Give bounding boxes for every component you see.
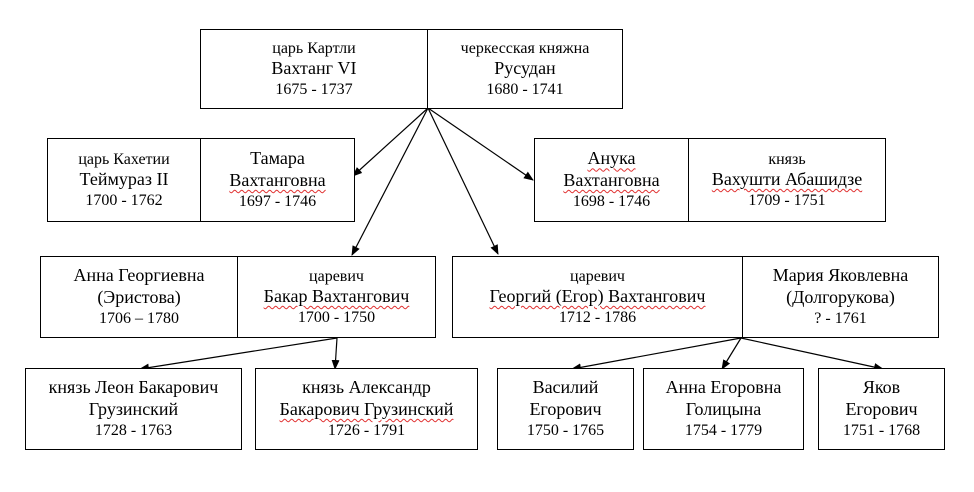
person-years: 1700 - 1762 <box>85 191 163 209</box>
person-yakov: Яков Егорович 1751 - 1768 <box>818 368 945 450</box>
edge-vakhtang-to-georgy <box>427 107 499 255</box>
person-patronymic: Егорович <box>845 399 918 420</box>
person-tamara: Тамара Вахтанговна 1697 - 1746 <box>200 138 355 222</box>
person-title: царевич <box>309 267 364 285</box>
edge-georgy-to-vasily <box>571 337 742 372</box>
person-title: царь Картли <box>272 39 356 57</box>
edge-vakhtang-to-tamara <box>352 107 429 177</box>
person-years: 1706 – 1780 <box>99 310 179 328</box>
person-anna-georgievna: Анна Георгиевна (Эристова) 1706 – 1780 <box>40 256 238 338</box>
person-years: 1700 - 1750 <box>297 308 376 326</box>
person-surname: Голицына <box>685 399 762 420</box>
person-name: Анна Георгиевна <box>73 265 205 286</box>
person-maria-yakovlevna: Мария Яковлевна (Долгорукова) ? - 1761 <box>742 256 939 338</box>
person-years: 1675 - 1737 <box>275 80 353 98</box>
person-title: царь Кахетии <box>78 150 170 168</box>
person-title: царевич <box>570 267 625 285</box>
person-maiden-name: (Эристова) <box>97 287 181 308</box>
person-name: Яков <box>862 377 901 398</box>
person-title: черкесская княжна <box>460 39 590 57</box>
person-years: 1697 - 1746 <box>238 193 317 211</box>
person-georgy: царевич Георгий (Егор) Вахтангович 1712 … <box>452 256 743 338</box>
person-maiden-name: (Долгорукова) <box>786 287 895 308</box>
person-name-text: князь Леон Бакарович <box>48 377 219 398</box>
person-anna-egorovna: Анна Егоровна Голицына 1754 - 1779 <box>643 368 804 450</box>
person-teimuraz-ii: царь Кахетии Теймураз II 1700 - 1762 <box>47 138 201 222</box>
person-years: 1680 - 1741 <box>486 80 564 98</box>
person-patronymic: Вахтанговна <box>229 170 326 191</box>
person-surname: Грузинский <box>88 399 179 420</box>
edge-georgy-to-yakov <box>740 337 884 371</box>
person-years: 1712 - 1786 <box>558 308 637 326</box>
person-name: Теймураз II <box>79 169 169 190</box>
person-leon: князь Леон Бакарович Грузинский 1728 - 1… <box>25 368 242 450</box>
person-title: князь <box>768 150 806 168</box>
person-name: Вахтанг VI <box>271 58 357 79</box>
person-years: 1726 - 1791 <box>327 422 406 440</box>
person-patronymic: Егорович <box>529 399 602 420</box>
person-name: Анука <box>587 148 636 169</box>
person-years: 1754 - 1779 <box>684 422 763 440</box>
person-vakhushti: князь Вахушти Абашидзе 1709 - 1751 <box>688 138 886 222</box>
edge-vakhtang-to-anuka <box>427 107 534 181</box>
person-vasily: Василий Егорович 1750 - 1765 <box>497 368 634 450</box>
person-years: 1750 - 1765 <box>526 422 605 440</box>
person-vakhtang-vi: царь Картли Вахтанг VI 1675 - 1737 <box>200 29 428 109</box>
person-patronymic-surname: Бакарович Грузинский <box>279 399 454 420</box>
person-years: 1751 - 1768 <box>842 422 921 440</box>
person-name: Вахушти Абашидзе <box>711 169 863 190</box>
edge-vakhtang-to-bakar <box>351 107 429 256</box>
edge-bakar-to-alexandr <box>331 337 340 370</box>
person-name: Бакар Вахтангович <box>263 286 410 307</box>
person-name: князь Александр <box>302 377 431 398</box>
person-patronymic: Вахтанговна <box>563 170 660 191</box>
person-bakar: царевич Бакар Вахтангович 1700 - 1750 <box>237 256 436 338</box>
person-years: ? - 1761 <box>814 310 867 328</box>
person-years: 1698 - 1746 <box>572 193 651 211</box>
person-name: Анна Егоровна <box>665 377 782 398</box>
person-name: князь Леон Бакарович <box>49 377 219 399</box>
person-alexandr: князь Александр Бакарович Грузинский 172… <box>255 368 478 450</box>
person-years: 1728 - 1763 <box>94 422 173 440</box>
edge-georgy-to-anna_e <box>721 337 742 370</box>
person-name: Мария Яковлевна <box>772 265 909 286</box>
person-years: 1709 - 1751 <box>748 191 826 209</box>
person-anuka: Анука Вахтанговна 1698 - 1746 <box>534 138 689 222</box>
person-name: Русудан <box>494 58 556 79</box>
person-rusudan: черкесская княжна Русудан 1680 - 1741 <box>427 29 623 109</box>
edge-bakar-to-leon <box>139 337 338 372</box>
person-name: Тамара <box>250 148 305 169</box>
person-name: Георгий (Егор) Вахтангович <box>489 286 706 307</box>
person-name: Василий <box>532 377 599 398</box>
